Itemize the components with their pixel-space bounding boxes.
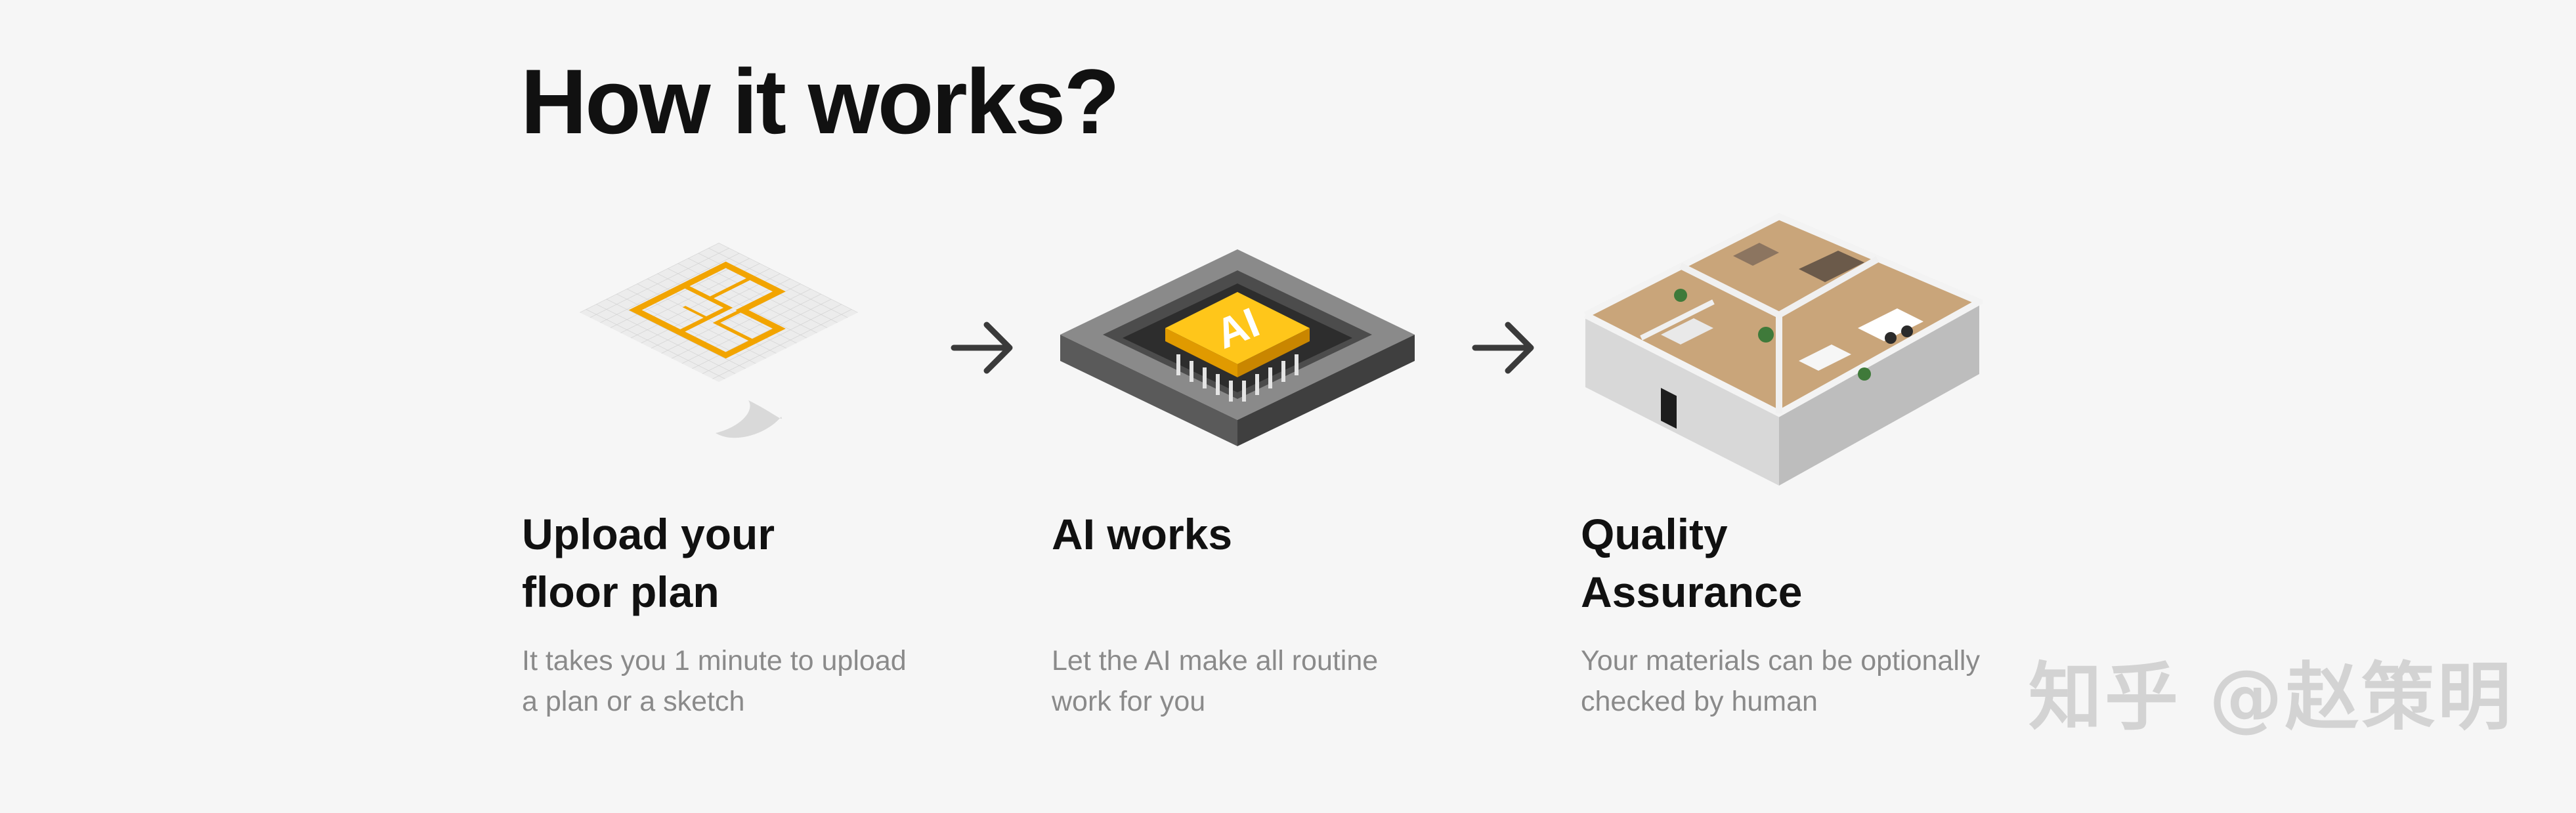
step-2-title-line1: AI works [1052,510,1233,558]
step-3-title-line2: Assurance [1581,568,1803,616]
page-title: How it works? [521,50,1120,153]
step-2-title: AI works [1052,505,1459,563]
step-1-title: Upload your floor plan [522,505,929,621]
step-1-desc-line2: a plan or a sketch [522,686,745,717]
watermark: 知乎 @赵策明 [2029,655,2514,740]
ai-chip-icon: AI [1060,249,1415,446]
step-1-title-line1: Upload your [522,510,775,558]
step-1-description: It takes you 1 minute to upload a plan o… [522,640,968,722]
step-3-description: Your materials can be optionally checked… [1581,640,2027,722]
step-1-desc-line1: It takes you 1 minute to upload [522,645,907,677]
arrow-right-icon [1472,322,1534,374]
floor-plan-icon [579,243,859,438]
isometric-apartment-icon [1583,213,1983,486]
arrow-right-icon [951,322,1013,374]
step-2-desc-line1: Let the AI make all routine [1052,645,1379,677]
step-2-desc-line2: work for you [1052,686,1206,717]
step-2-description: Let the AI make all routine work for you [1052,640,1498,722]
step-3-title: Quality Assurance [1581,505,1988,621]
step-3-title-line1: Quality [1581,510,1728,558]
step-3-desc-line2: checked by human [1581,686,1818,717]
step-1-title-line2: floor plan [522,568,719,616]
step-3-desc-line1: Your materials can be optionally [1581,645,1980,677]
